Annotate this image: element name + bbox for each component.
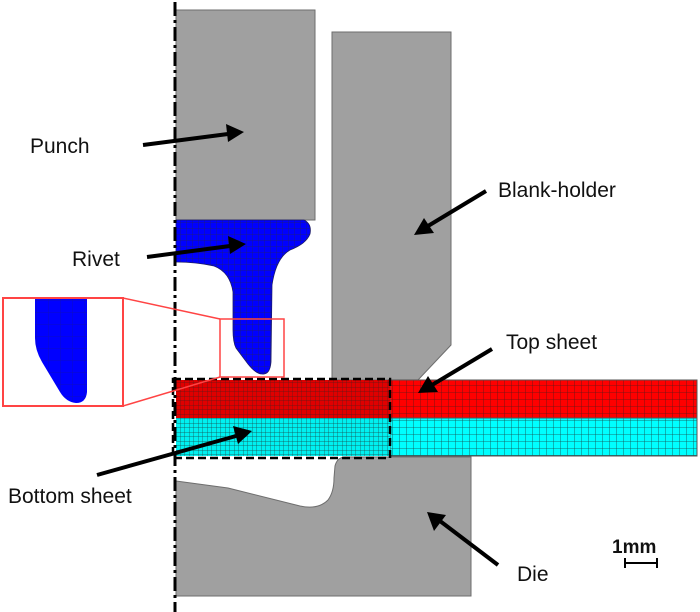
scale-bar-label: 1mm bbox=[612, 537, 656, 558]
die-label: Die bbox=[517, 563, 549, 586]
rivet-label: Rivet bbox=[72, 248, 120, 271]
punch-label: Punch bbox=[30, 135, 90, 158]
blank-holder-tool bbox=[331, 31, 452, 381]
refined-mesh-region-frame bbox=[171, 377, 392, 460]
scale-bar bbox=[624, 558, 658, 568]
punch-tool bbox=[175, 9, 316, 221]
bottom-sheet-fine-region bbox=[176, 418, 390, 456]
bottom-sheet-label: Bottom sheet bbox=[8, 485, 132, 508]
inset-connector-bottom bbox=[122, 376, 221, 407]
top-sheet-part bbox=[389, 379, 698, 419]
inset-rivet-tip bbox=[35, 299, 87, 403]
inset-connector-top bbox=[122, 297, 221, 320]
rivet-part bbox=[175, 219, 311, 375]
die-arrow bbox=[427, 512, 500, 567]
blank-holder-arrow bbox=[414, 189, 488, 235]
top-sheet-fine-region bbox=[176, 380, 390, 418]
rivet-arrow bbox=[146, 236, 246, 259]
zoom-region-frame bbox=[219, 318, 285, 378]
bottom-sheet-part bbox=[389, 417, 698, 457]
bottom-sheet-arrow bbox=[96, 426, 252, 477]
die-tool bbox=[175, 456, 472, 597]
blank-holder-label: Blank-holder bbox=[498, 179, 616, 202]
top-sheet-arrow bbox=[418, 347, 494, 393]
top-sheet-label: Top sheet bbox=[506, 331, 597, 354]
punch-arrow bbox=[142, 124, 244, 147]
